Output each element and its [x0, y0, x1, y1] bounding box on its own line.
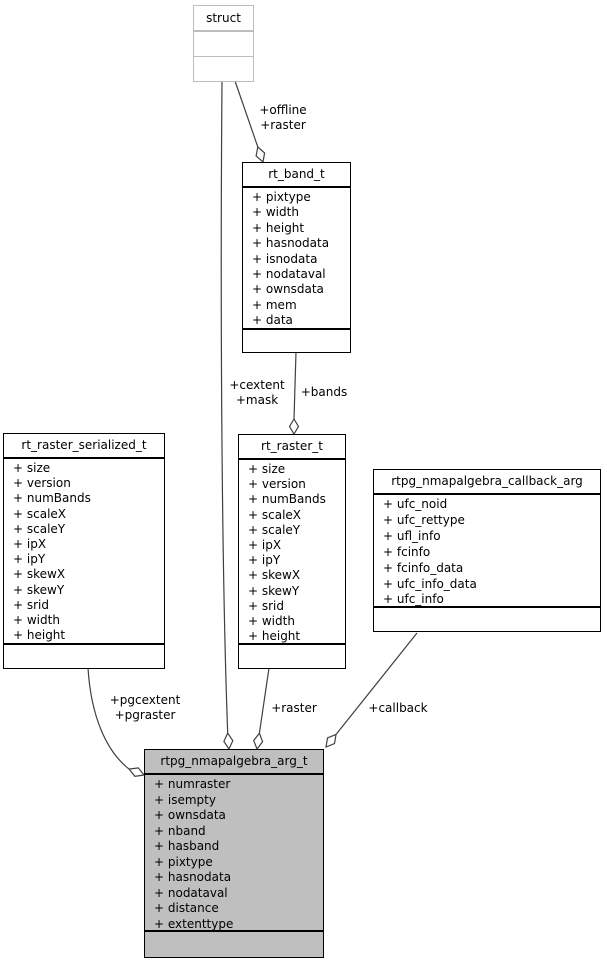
class-field: + nodataval [252, 267, 326, 282]
aggregation-diamond-icon [255, 145, 266, 164]
aggregation-diamond-icon [223, 731, 234, 751]
edge-callback-arg [335, 632, 418, 735]
class-node-rt-raster-serialized-t[interactable]: rt_raster_serialized_t + size+ version+ … [3, 433, 165, 669]
class-fields: + pixtype+ width+ height+ hasnodata+ isn… [243, 188, 350, 328]
class-field: + ufc_rettype [383, 512, 465, 527]
class-field: + fcinfo_data [383, 560, 464, 575]
edge-label-bands: +bands [300, 385, 348, 399]
class-field: + ownsdata [252, 282, 324, 297]
aggregation-diamond-icon [253, 731, 264, 751]
class-methods-empty [4, 643, 164, 668]
class-fields: + numraster+ isempty+ ownsdata+ nband+ h… [145, 775, 323, 930]
class-node-rtpg-nmapalgebra-callback-arg[interactable]: rtpg_nmapalgebra_callback_arg + ufc_noid… [373, 469, 601, 632]
class-field: + width [252, 205, 299, 220]
class-field: + ufc_noid [383, 497, 448, 511]
class-title: rt_raster_serialized_t [4, 434, 164, 459]
class-field: + width [248, 614, 295, 629]
class-field: + numraster [154, 777, 231, 791]
class-node-rt-band-t[interactable]: rt_band_t + pixtype+ width+ height+ hasn… [242, 162, 351, 353]
class-field: + height [248, 629, 301, 643]
aggregation-diamond-icon [325, 733, 337, 748]
class-field: + skewX [248, 568, 301, 583]
class-fields: + size+ version+ numBands+ scaleX+ scale… [239, 460, 345, 643]
class-field: + ipX [13, 537, 47, 552]
aggregation-diamond-icon [288, 417, 300, 436]
class-field: + data [252, 313, 293, 328]
class-field: + hasnodata [154, 870, 232, 884]
class-field: + mem [252, 297, 297, 312]
class-field: + scaleY [248, 522, 301, 537]
class-field: + nband [154, 823, 206, 838]
class-field: + version [13, 476, 71, 491]
class-fields: + ufc_noid+ ufc_rettype+ ufl_info+ fcinf… [374, 495, 600, 606]
class-fields-empty [194, 31, 253, 56]
class-field: + hasband [154, 839, 220, 853]
class-field: + ipX [248, 538, 282, 553]
class-field: + ufc_info [383, 592, 444, 606]
aggregation-diamond-icon [127, 767, 146, 777]
class-title: rt_band_t [243, 163, 350, 188]
class-field: + numBands [248, 492, 326, 507]
class-title: rtpg_nmapalgebra_arg_t [145, 750, 323, 775]
class-field: + fcinfo [383, 544, 431, 559]
class-field: + pixtype [154, 854, 213, 869]
class-title: struct [194, 6, 253, 31]
edge-label-raster: +raster [271, 701, 317, 715]
class-title: rt_raster_t [239, 435, 345, 460]
class-node-rtpg-nmapalgebra-arg-t: rtpg_nmapalgebra_arg_t + numraster+ isem… [144, 749, 324, 958]
class-field: + width [13, 613, 60, 628]
class-field: + isnodata [252, 251, 318, 266]
class-field: + pixtype [252, 190, 311, 204]
class-field: + distance [154, 901, 219, 915]
class-field: + scaleX [248, 507, 302, 522]
class-field: + scaleX [13, 506, 67, 521]
class-field: + srid [248, 598, 285, 613]
class-field: + ipY [248, 553, 281, 568]
edge-label-callback: +callback [368, 701, 428, 715]
class-field: + height [13, 628, 66, 643]
class-methods-empty [243, 328, 350, 352]
class-field: + extenttype [154, 916, 234, 931]
class-field: + height [252, 220, 305, 235]
edge-label-cextent-mask: +cextent +mask [229, 378, 285, 407]
class-field: + srid [13, 597, 50, 612]
class-field: + skewX [13, 567, 66, 582]
class-methods-empty [145, 930, 323, 957]
class-field: + version [248, 477, 306, 492]
edge-label-pgcextent-pgraster: +pgcextent +pgraster [109, 693, 181, 722]
class-field: + ownsdata [154, 808, 226, 822]
class-field: + ufl_info [383, 528, 441, 543]
class-field: + numBands [13, 491, 91, 506]
class-field: + ufc_info_data [383, 576, 477, 591]
class-field: + scaleY [13, 521, 66, 536]
class-title: rtpg_nmapalgebra_callback_arg [374, 470, 600, 495]
class-node-struct: struct [193, 5, 254, 82]
class-fields: + size+ version+ numBands+ scaleX+ scale… [4, 459, 164, 643]
class-node-rt-raster-t[interactable]: rt_raster_t + size+ version+ numBands+ s… [238, 434, 346, 669]
class-methods-empty [194, 56, 253, 81]
class-field: + ipY [13, 552, 46, 567]
class-field: + isempty [154, 792, 216, 807]
edge-label-offline-raster: +offline +raster [259, 103, 307, 132]
class-field: + size [248, 462, 286, 476]
class-field: + skewY [13, 582, 65, 597]
class-methods-empty [374, 606, 600, 631]
class-field: + size [13, 461, 51, 475]
class-methods-empty [239, 643, 345, 668]
class-field: + hasnodata [252, 236, 330, 251]
class-field: + skewY [248, 583, 300, 598]
class-field: + nodataval [154, 885, 228, 900]
